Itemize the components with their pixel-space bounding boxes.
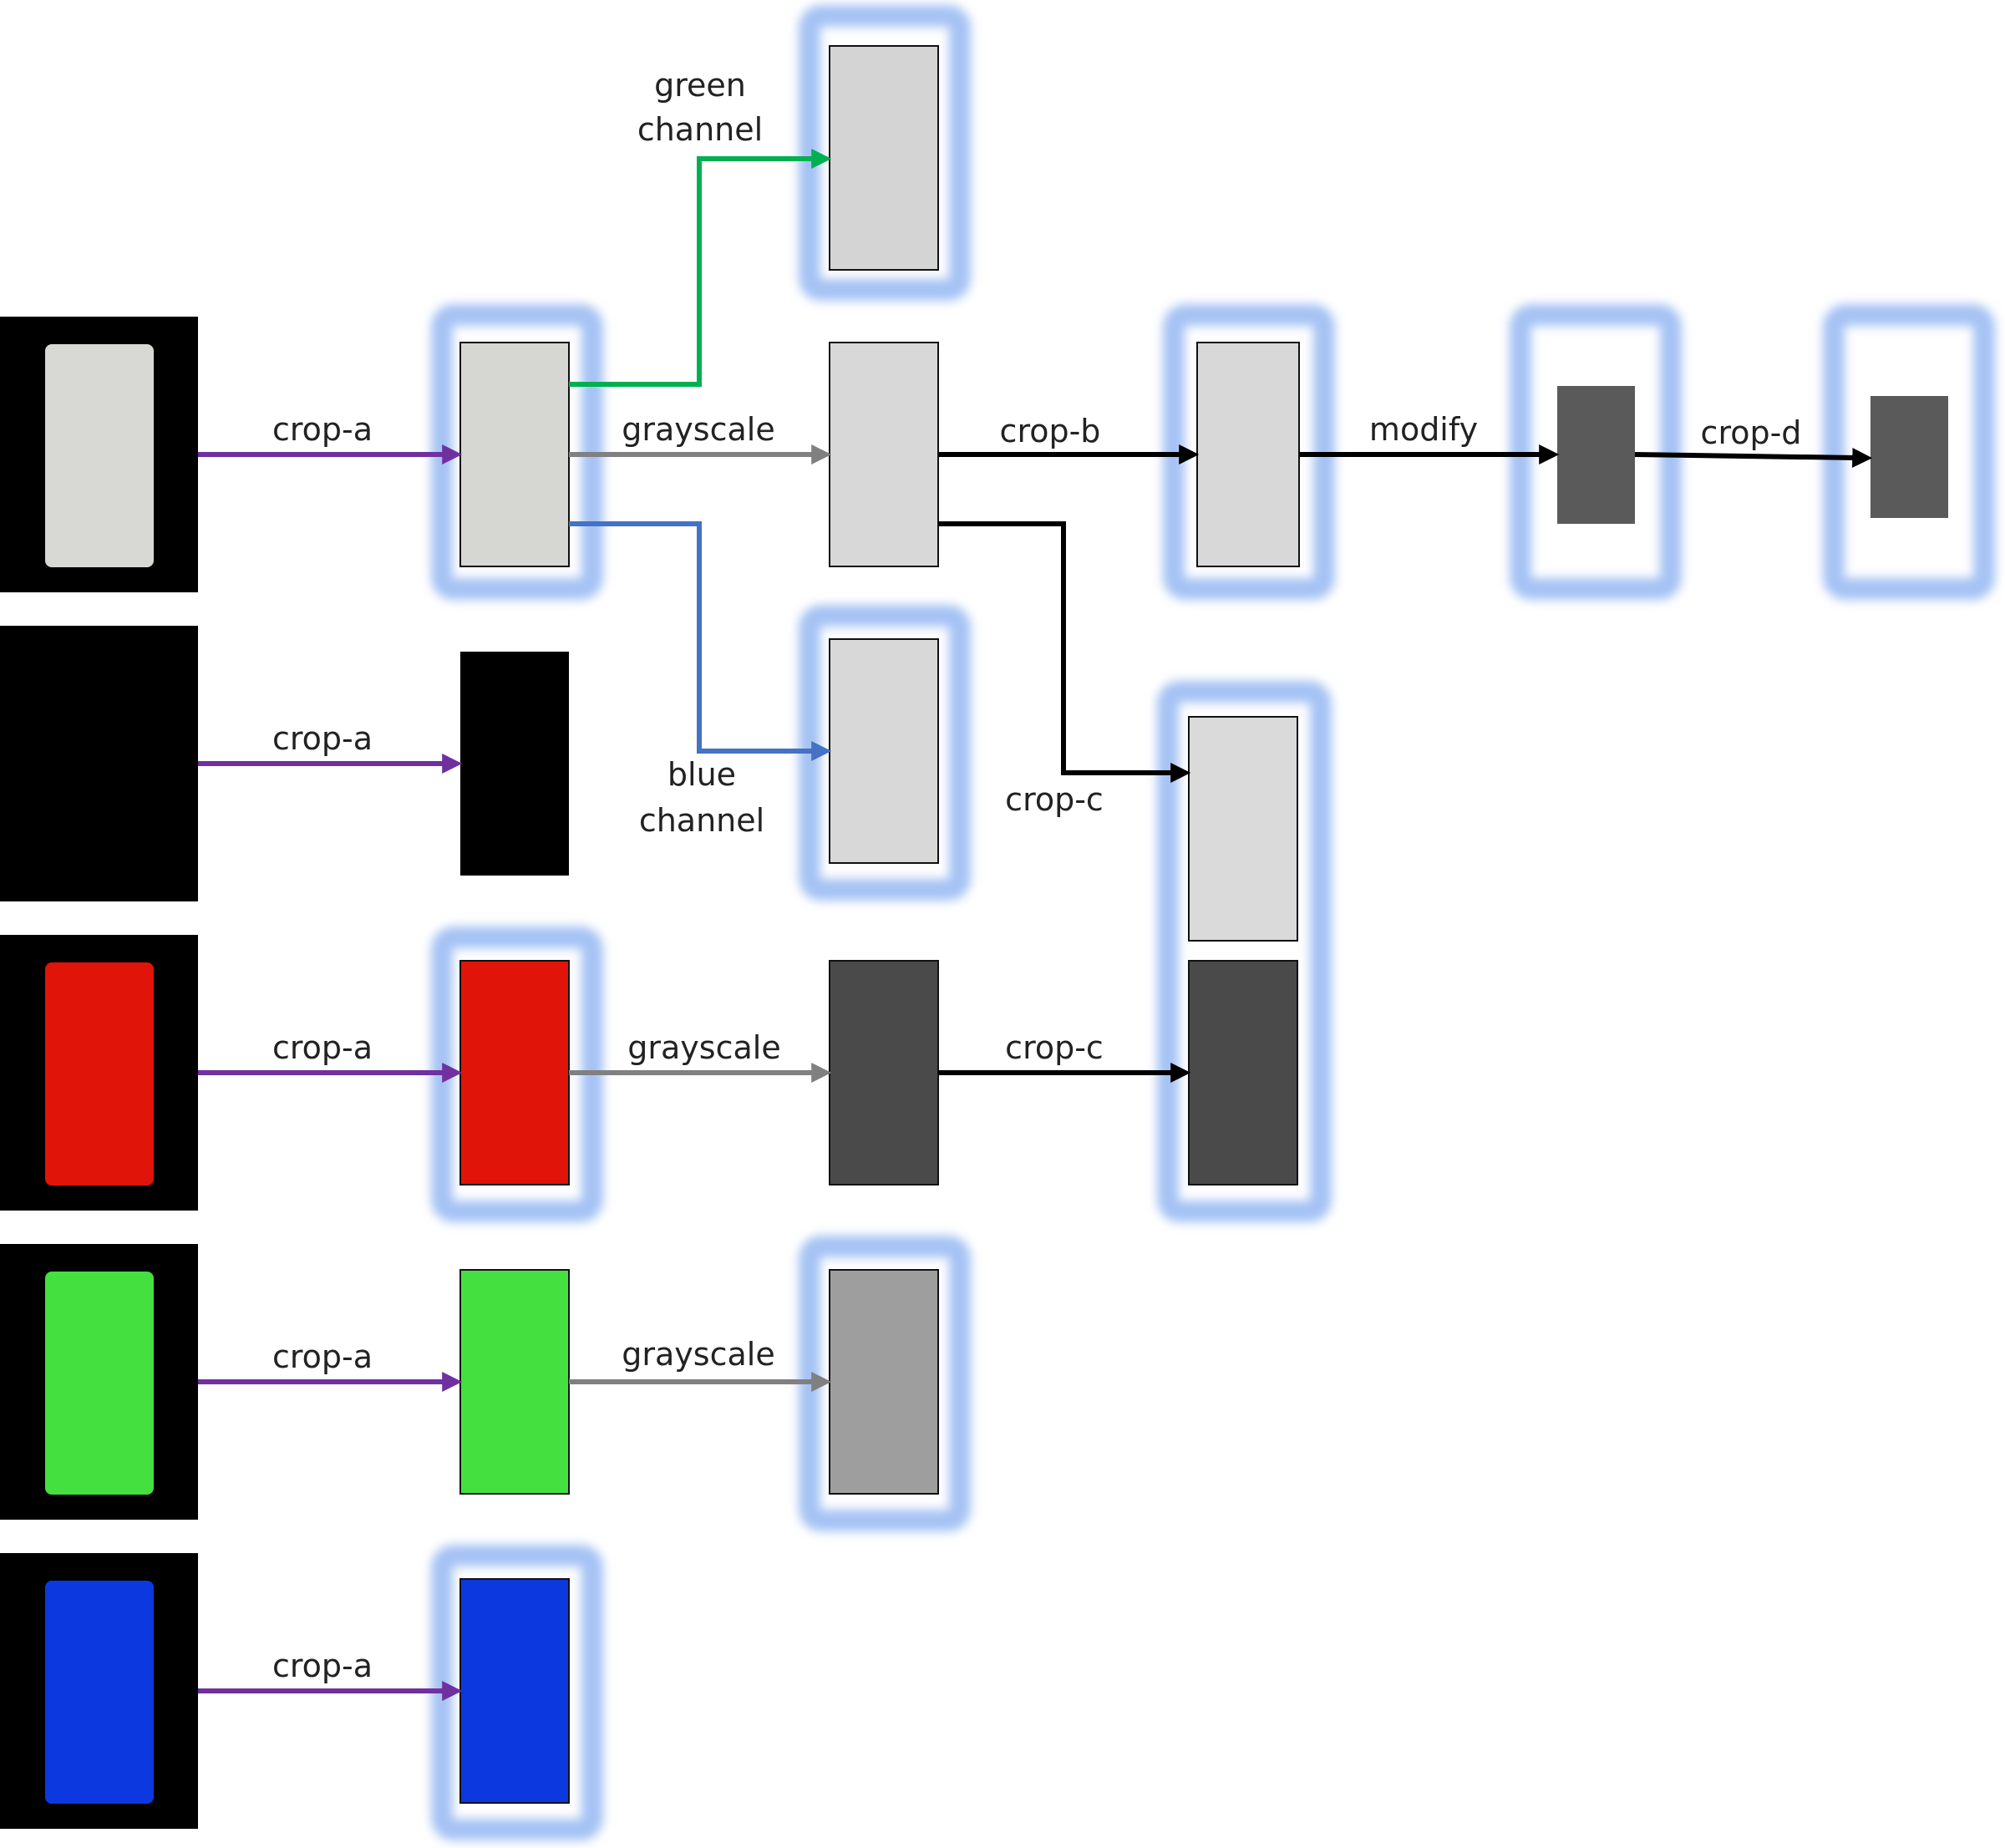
crop-b-image [1196, 342, 1300, 567]
arrow-crop-c-white [938, 521, 1191, 783]
white-screen-fill [45, 344, 154, 567]
arrow-green-channel [569, 149, 832, 387]
crop-c-dark-image [1188, 960, 1298, 1185]
label-blue: blue [667, 756, 736, 793]
blue-crop-image [459, 1578, 570, 1804]
labels: crop-a crop-a crop-a crop-a crop-a grays… [272, 67, 1801, 1684]
highlight-frame-green-channel [799, 5, 971, 301]
green-crop-image [459, 1269, 570, 1495]
green-channel-image [829, 45, 939, 271]
label-crop-a-white: crop-a [272, 411, 373, 448]
label-crop-a-red: crop-a [272, 1029, 373, 1066]
highlight-frame-crop-c [1157, 681, 1332, 1222]
blue-channel-image [829, 638, 939, 864]
source-images [0, 317, 198, 1829]
arrow-crop-d [1634, 447, 1873, 468]
label-blue-channel: channel [639, 802, 764, 839]
red-phone-screen-icon [0, 935, 198, 1211]
label-crop-c-red: crop-c [1005, 1029, 1104, 1066]
blue-phone-screen-icon [0, 1553, 198, 1829]
red-grayscale-image [829, 960, 939, 1185]
label-green-channel: channel [637, 111, 763, 148]
white-phone-screen-icon [0, 317, 198, 592]
green-phone-screen-icon [0, 1244, 198, 1520]
label-grayscale-green: grayscale [622, 1336, 774, 1373]
highlight-frame-crop-d [1823, 304, 1995, 600]
green-grayscale-image [829, 1269, 939, 1495]
label-crop-c-white: crop-c [1005, 781, 1104, 818]
label-crop-a-blue: crop-a [272, 1647, 373, 1684]
black-crop-image [460, 652, 569, 876]
black-phone-screen-icon [0, 626, 198, 901]
label-grayscale-white: grayscale [622, 411, 774, 448]
label-modify: modify [1369, 411, 1478, 448]
arrows [198, 149, 1873, 1701]
label-crop-a-green: crop-a [272, 1338, 373, 1375]
label-crop-b: crop-b [1000, 413, 1101, 449]
red-crop-image [459, 960, 570, 1185]
label-green: green [654, 67, 746, 104]
white-crop-image [459, 342, 570, 567]
crop-c-light-image [1188, 716, 1298, 942]
processed-images [459, 45, 1948, 1804]
white-grayscale-image [829, 342, 939, 567]
label-crop-d: crop-d [1701, 414, 1802, 451]
label-grayscale-red: grayscale [627, 1029, 780, 1066]
modify-image [1557, 386, 1635, 524]
label-crop-a-black: crop-a [272, 720, 373, 757]
crop-d-image [1870, 396, 1948, 518]
arrow-blue-channel [569, 521, 832, 761]
